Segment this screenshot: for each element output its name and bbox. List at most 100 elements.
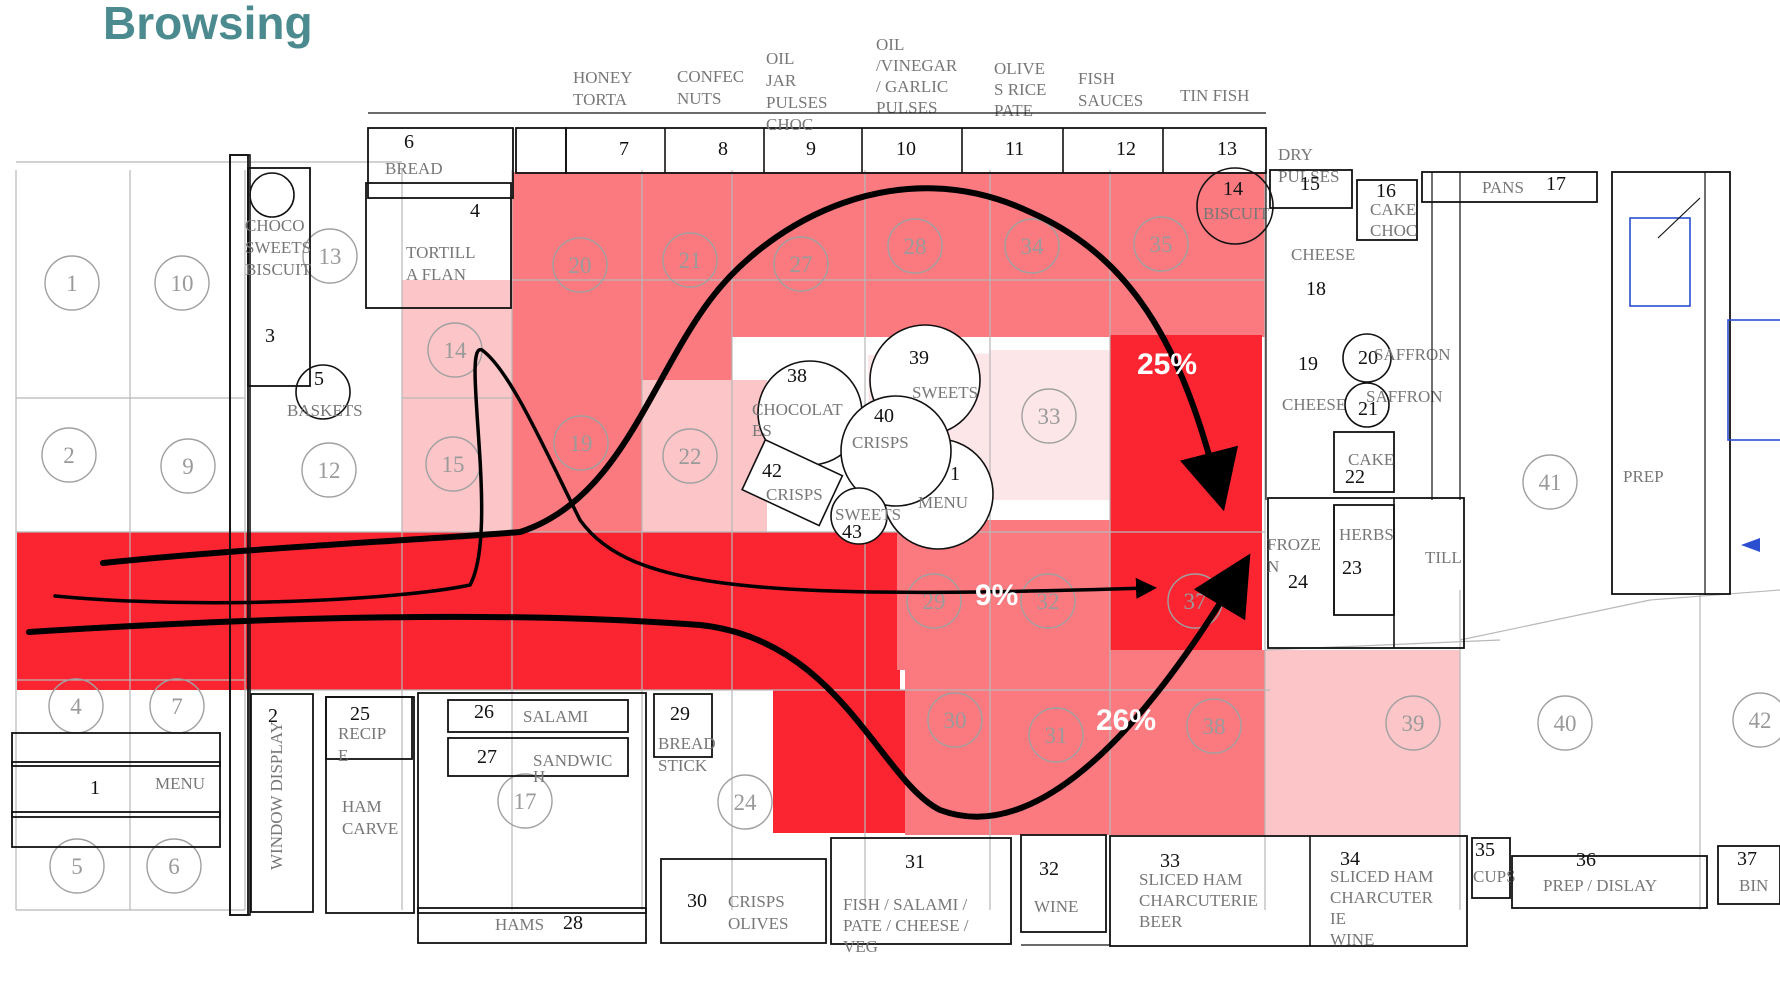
unit-label: SAFFRON (1366, 387, 1443, 406)
unit-label: TIN FISH (1180, 86, 1249, 105)
unit-label: HAM (342, 797, 382, 816)
zone-circle (906, 573, 962, 629)
fixture (367, 127, 514, 199)
grid-line (1459, 599, 1651, 641)
unit-number: 10 (896, 138, 916, 160)
zone-circle (497, 773, 553, 829)
unit-label: TORTA (573, 90, 628, 109)
unit-label: N (1267, 557, 1279, 576)
unit-number: 32 (1039, 858, 1059, 880)
unit-number: 43 (842, 521, 862, 543)
unit-label: RECIP (338, 724, 386, 743)
unit-number: 16 (1376, 180, 1396, 202)
unit-label: PREP (1623, 467, 1664, 486)
unit-number: 17 (1546, 173, 1566, 195)
zone-circle (301, 442, 357, 498)
zone-number: 13 (319, 244, 342, 269)
zone-circle (160, 438, 216, 494)
zone-circle (553, 415, 609, 471)
fixture (417, 692, 647, 914)
zone-circle (1537, 695, 1593, 751)
flow-arrow (100, 185, 1239, 566)
fixture (1629, 217, 1691, 307)
unit-label: TORTILL (406, 243, 476, 262)
zone-circle (773, 236, 829, 292)
flow-arrow (26, 553, 1251, 820)
unit-number: 18 (1306, 278, 1326, 300)
unit-number: 40 (874, 405, 894, 427)
zone-circle (302, 228, 358, 284)
unit-number: 39 (909, 347, 929, 369)
unit-number: 11 (1005, 138, 1024, 160)
unit-number: 36 (1576, 849, 1596, 871)
unit-label: CRISPS (766, 485, 823, 504)
unit-label: BREAD (385, 159, 443, 178)
fixture-round (840, 395, 952, 507)
flow-percent-label: 26% (1096, 704, 1156, 737)
unit-label: WINDOW DISPLAY (267, 721, 286, 870)
flow-arrow (53, 348, 1157, 605)
zone-number: 21 (679, 248, 702, 273)
unit-label: CHOCOLAT (752, 400, 843, 419)
unit-number: 8 (718, 138, 728, 160)
zone-number: 29 (923, 589, 946, 614)
unit-label: / GARLIC (876, 77, 948, 96)
fixture (565, 127, 1267, 174)
unit-label: MENU (155, 774, 205, 793)
zone-number: 38 (1203, 714, 1226, 739)
flow-percent-label: 9% (975, 579, 1018, 612)
flow-percent-labels: 25%9%26% (975, 348, 1197, 737)
heat-zone (402, 280, 512, 360)
page-title: Browsing (103, 0, 313, 49)
fixture (250, 693, 314, 913)
unit-number: 28 (563, 912, 583, 934)
unit-label: CARVE (342, 819, 398, 838)
fixture (11, 761, 221, 818)
zone-circle (717, 774, 773, 830)
unit-label: ES (752, 421, 772, 440)
unit-number: 24 (1288, 571, 1308, 593)
unit-label: OIL (876, 35, 904, 54)
fixture (229, 154, 249, 916)
heat-zone (1265, 650, 1460, 835)
unit-label: CHOC (766, 115, 813, 134)
zone-circle (146, 838, 202, 894)
unit-number: 23 (1342, 557, 1362, 579)
zone-circle (44, 255, 100, 311)
unit-label: BISCUIT (1203, 204, 1270, 223)
fixture (1333, 504, 1395, 616)
fixture (1471, 837, 1511, 899)
zone-number: 14 (444, 338, 468, 363)
fixture (1020, 834, 1107, 933)
unit-label: SALAMI (523, 707, 589, 726)
unit-label: CRISPS (852, 433, 909, 452)
unit-label: PULSES (876, 98, 937, 117)
unit-label: CAKE (1348, 450, 1394, 469)
zone-number: 34 (1021, 234, 1045, 259)
unit-label: BASKETS (287, 401, 363, 420)
entry-marker (1741, 538, 1760, 552)
unit-label: OLIVES (728, 914, 788, 933)
unit-number: 2 (268, 705, 278, 727)
unit-label: /VINEGAR (876, 56, 958, 75)
unit-label: BIN (1739, 876, 1768, 895)
unit-number: 19 (1298, 353, 1318, 375)
zone-circle (41, 427, 97, 483)
fixture-round (1196, 167, 1274, 245)
zone-number: 31 (1045, 723, 1068, 748)
fixture-round (1344, 382, 1390, 428)
fixture-round (249, 172, 295, 218)
zone-circle (1004, 218, 1060, 274)
fixture (1333, 431, 1395, 493)
zone-number: 19 (570, 431, 593, 456)
unit-number: 6 (404, 131, 414, 153)
zone-circle (1020, 573, 1076, 629)
flow-arrows (26, 185, 1251, 820)
unit-number: 5 (314, 368, 324, 390)
unit-number: 1 (950, 463, 960, 485)
zone-circle (662, 428, 718, 484)
unit-label: VEG (843, 937, 878, 956)
unit-number: 31 (905, 851, 925, 873)
